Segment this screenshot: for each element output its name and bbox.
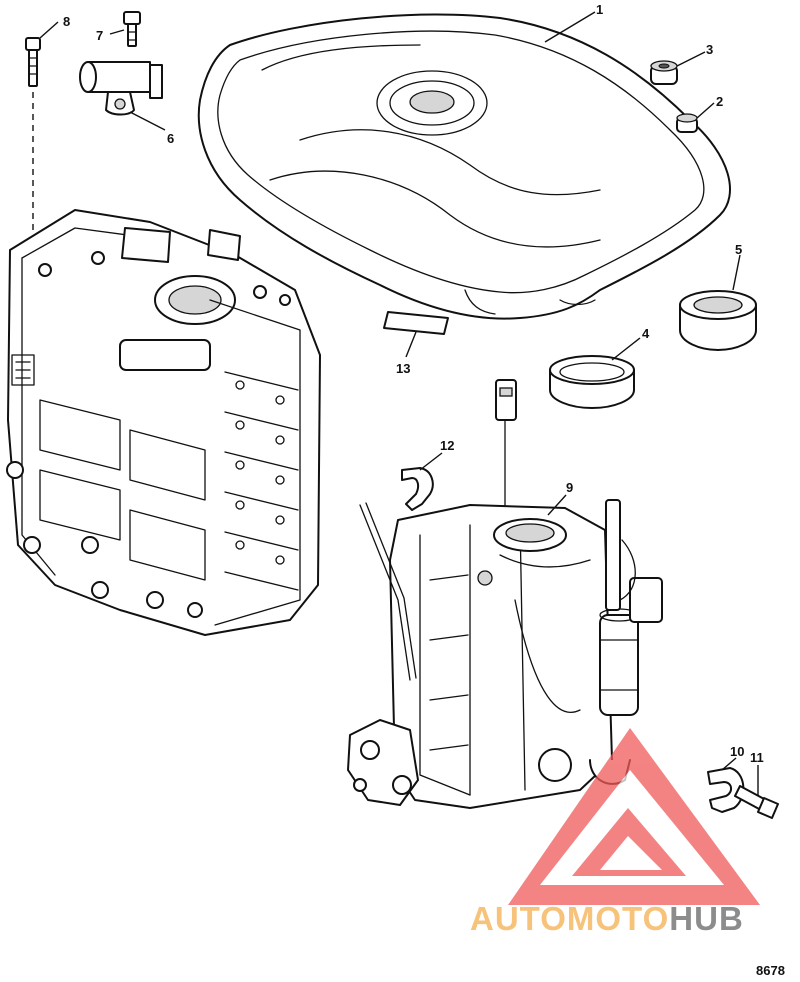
bolt-part-7: [123, 11, 141, 47]
callout-13: 13: [396, 361, 410, 376]
callout-8: 8: [63, 14, 70, 29]
callout-9: 9: [566, 480, 573, 495]
callout-1: 1: [596, 2, 603, 17]
callout-10: 10: [730, 744, 744, 759]
callout-2: 2: [716, 94, 723, 109]
callout-6: 6: [167, 131, 174, 146]
component-part-9: [347, 379, 663, 809]
callout-numbers: 1 2 3 4 5 6 7 8 9 10 11 12 13: [63, 2, 764, 765]
leader-lines: [39, 11, 759, 795]
grommet-part-2: [676, 113, 698, 133]
seal-part-5: [679, 290, 757, 351]
seal-part-4: [549, 355, 635, 409]
strip-part-13: [383, 311, 449, 335]
callout-5: 5: [735, 242, 742, 257]
watermark: AUTOMOTOHUB: [470, 728, 760, 937]
grommet-part-3: [650, 60, 678, 85]
clip-part-12: [401, 467, 434, 511]
watermark-text: AUTOMOTOHUB: [470, 900, 744, 937]
stud-part-8: [25, 37, 41, 230]
callout-7: 7: [96, 28, 103, 43]
watermark-text-part1: AUTOMOTO: [470, 900, 669, 937]
callout-3: 3: [706, 42, 713, 57]
figure-number: 8678: [756, 963, 785, 978]
callout-4: 4: [642, 326, 650, 341]
screw-part-11: [734, 785, 779, 819]
callout-12: 12: [440, 438, 454, 453]
fitting-part-6: [79, 61, 163, 116]
cover-part-1: [197, 13, 731, 320]
clamp-part-10: [707, 767, 745, 813]
engine-block: [6, 209, 321, 636]
watermark-text-part2: HUB: [669, 900, 744, 937]
callout-11: 11: [750, 750, 764, 765]
watermark-logo-icon: [508, 728, 760, 905]
